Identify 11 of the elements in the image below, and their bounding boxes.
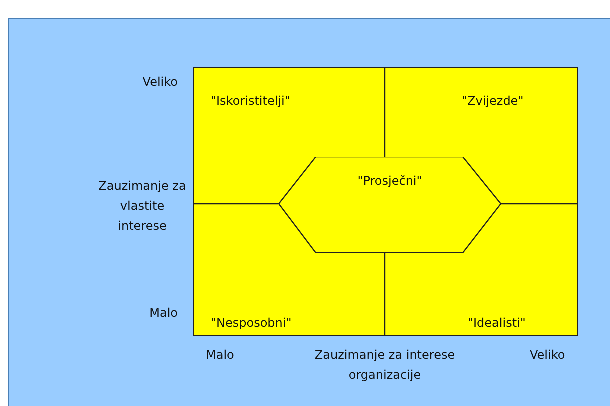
axis-label: Malo: [148, 305, 178, 322]
axis-label: Zauzimanje za interese organizacije: [314, 347, 456, 384]
axis-label: Zauzimanje za vlastite interese: [98, 178, 188, 235]
quadrant-label: "Zvijezde": [462, 93, 525, 110]
axis-label: Veliko: [530, 347, 566, 364]
quadrant-label: "Iskoristitelji": [211, 93, 292, 110]
axis-label: Malo: [206, 347, 236, 364]
quadrant-label: "Idealisti": [468, 315, 527, 332]
quadrant-label: "Nesposobni": [211, 315, 293, 332]
hexagon-label: "Prosječni": [356, 174, 424, 188]
axis-label: Veliko: [142, 74, 178, 91]
